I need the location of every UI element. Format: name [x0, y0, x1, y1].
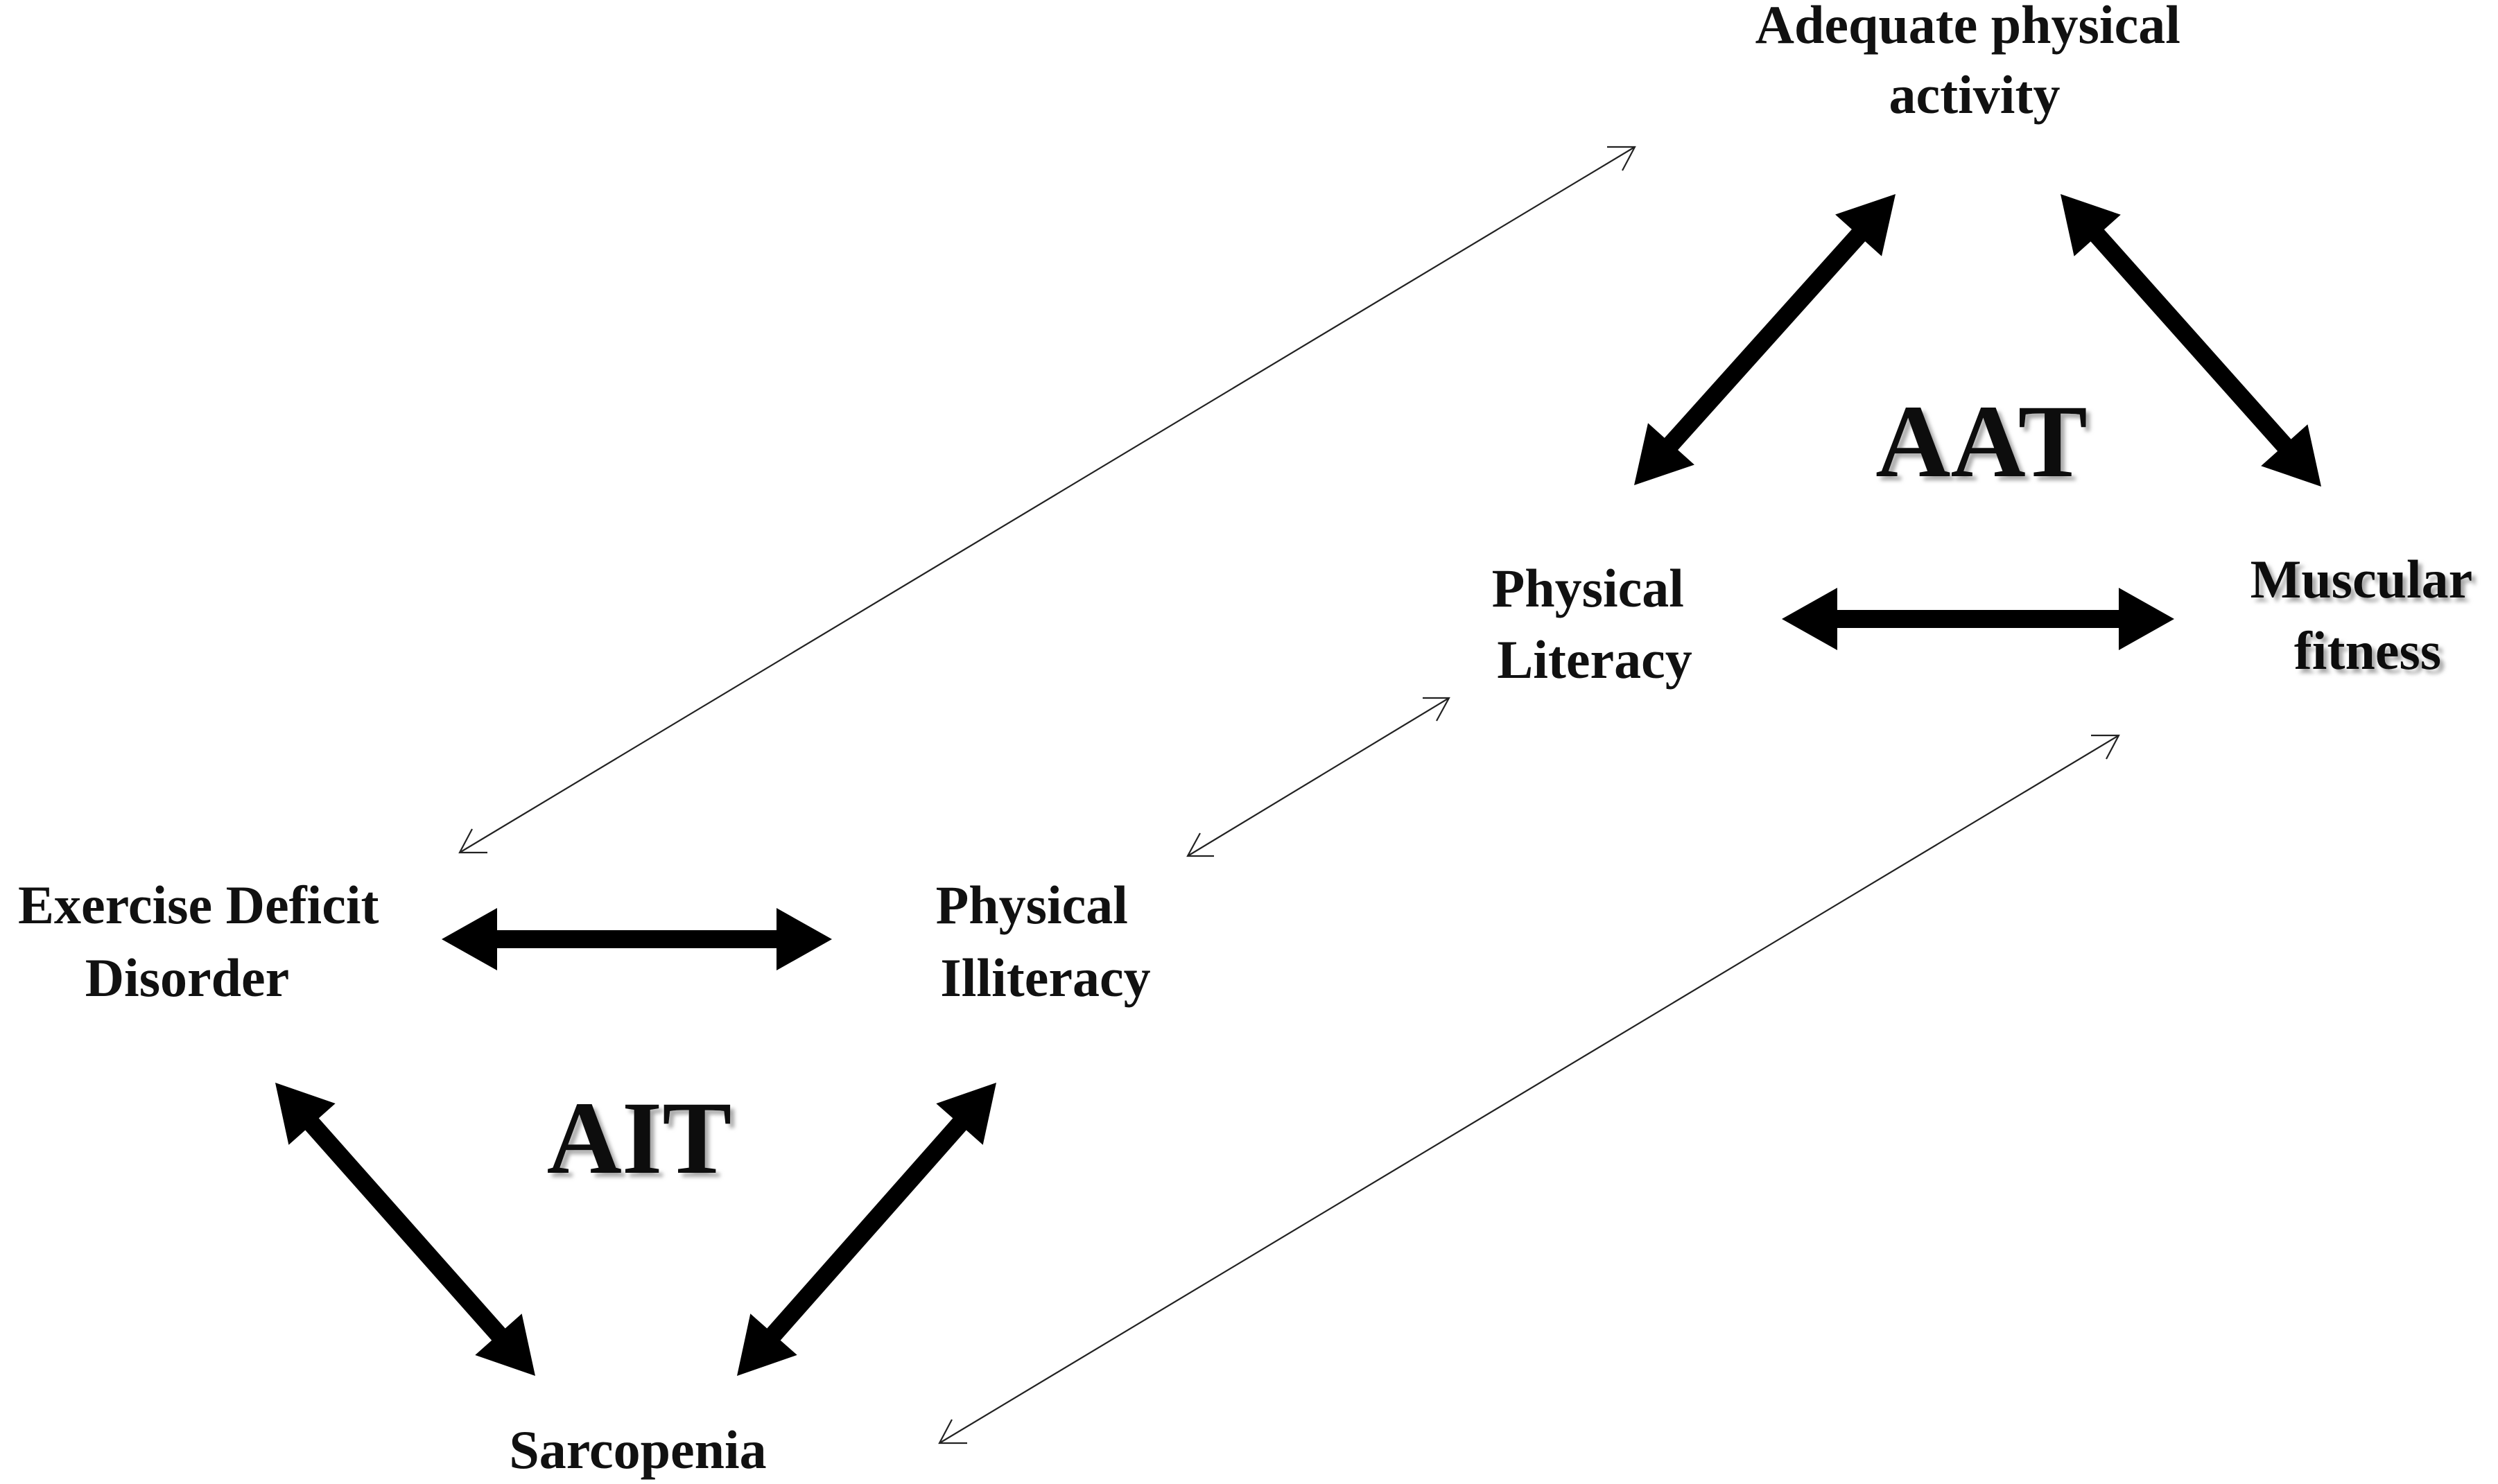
- triad-label-ait: AIT: [547, 1081, 732, 1196]
- thick-arrow-exercise-to-sarcopenia: [275, 1083, 535, 1376]
- node-line: fitness: [2294, 620, 2441, 681]
- thin-arrow-illiteracy-to-literacy: [1186, 697, 1450, 857]
- node-line: activity: [1889, 64, 2061, 125]
- thin-connectors: [458, 146, 2120, 1444]
- triad-label-aat: AAT: [1875, 384, 2088, 499]
- thick-arrow-adequate-to-muscular: [2061, 194, 2321, 487]
- node-line: Illiteracy: [940, 948, 1150, 1008]
- node-physical-literacy: Physical Literacy: [1492, 558, 1698, 690]
- node-exercise-deficit-disorder: Exercise Deficit Disorder: [18, 875, 392, 1008]
- node-line: Disorder: [85, 948, 290, 1008]
- node-adequate-physical-activity: Adequate physical activity: [1755, 0, 2194, 125]
- node-line: Adequate physical: [1755, 0, 2180, 55]
- node-line: Sarcopenia: [509, 1420, 766, 1480]
- thin-arrow-sarcopenia-to-muscular-fitness: [938, 734, 2120, 1444]
- aat-triad: Adequate physical activity AAT Physical …: [1492, 0, 2486, 690]
- node-line: Muscular: [2250, 549, 2472, 609]
- thick-arrow-exercise-to-illiteracy: [442, 908, 832, 970]
- thick-arrow-literacy-to-muscular: [1782, 588, 2174, 650]
- node-physical-illiteracy: Physical Illiteracy: [936, 875, 1151, 1008]
- thick-arrows: [275, 194, 2321, 1376]
- node-sarcopenia: Sarcopenia: [509, 1420, 766, 1480]
- node-muscular-fitness: Muscular fitness: [2250, 549, 2486, 681]
- ait-triad: Exercise Deficit Disorder Physical Illit…: [18, 875, 1151, 1480]
- node-line: Exercise Deficit: [18, 875, 379, 935]
- thick-arrow-adequate-to-literacy: [1634, 194, 1896, 485]
- node-line: Literacy: [1497, 629, 1692, 690]
- thick-arrow-illiteracy-to-sarcopenia: [737, 1083, 996, 1376]
- node-line: Physical: [1492, 558, 1684, 618]
- node-line: Physical: [936, 875, 1128, 935]
- thin-arrow-exercise-deficit-to-adequate-activity: [458, 146, 1636, 854]
